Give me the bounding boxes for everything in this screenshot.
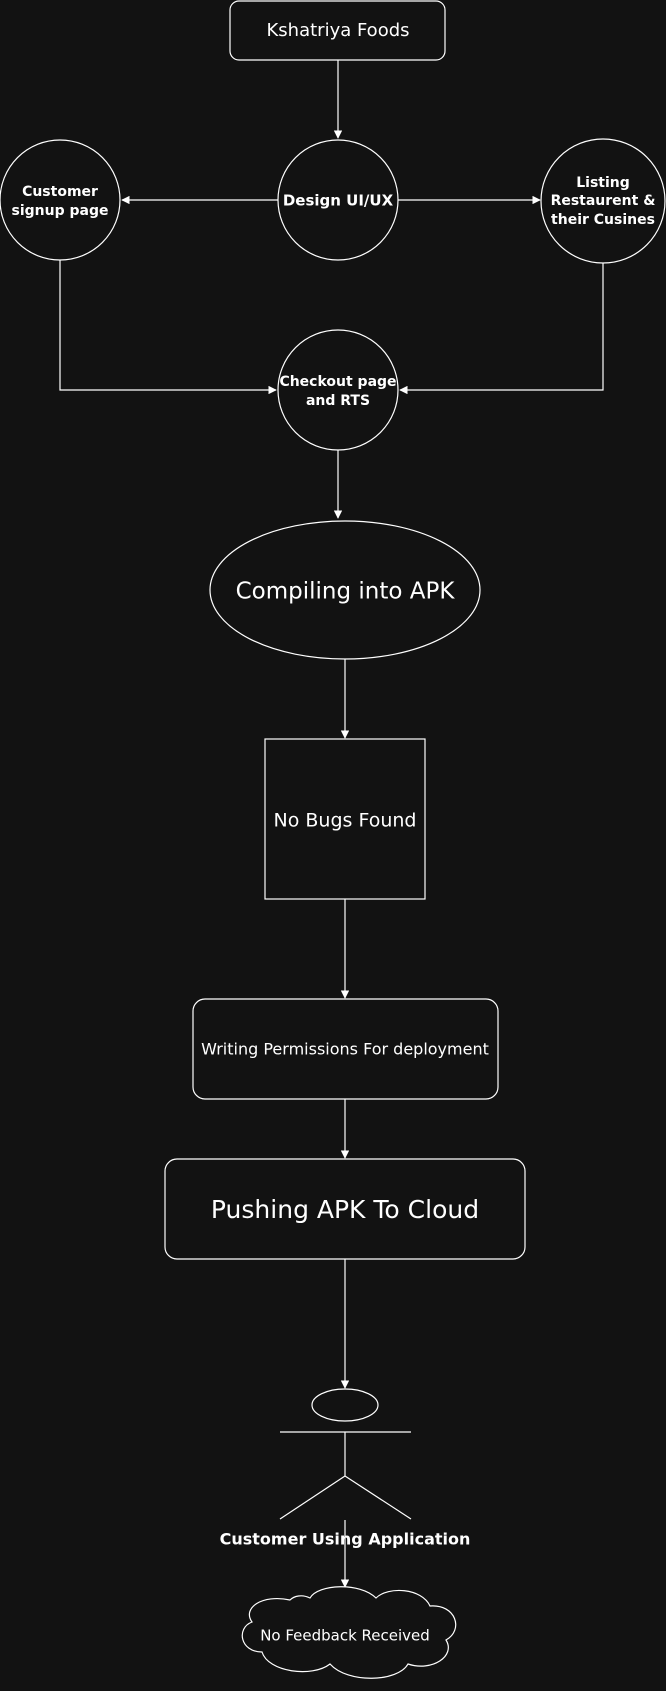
node-kshatriya-foods: Kshatriya Foods [229, 0, 446, 61]
node-listing-restaurant: Listing Restaurent & their Cusines [540, 138, 666, 264]
node-pushing: Pushing APK To Cloud [164, 1158, 526, 1260]
node-pushing-box [164, 1158, 526, 1260]
node-customer-signup-circle [0, 139, 121, 261]
node-design-ui-ux-circle [277, 139, 399, 261]
node-customer-signup-label-line1: Customer [22, 184, 98, 200]
node-kshatriya-foods-box [229, 0, 446, 61]
node-checkout-circle [277, 329, 399, 451]
node-listing-restaurant-label-line3: their Cusines [551, 212, 655, 228]
actor-left-leg [279, 1475, 346, 1520]
node-design-ui-ux: Design UI/UX [277, 139, 399, 261]
edge-listing-to-checkout [399, 263, 604, 395]
node-listing-restaurant-label-line2: Restaurent & [551, 193, 656, 209]
node-customer-signup-label-line2: signup page [12, 203, 109, 219]
node-design-ui-ux-label: Design UI/UX [283, 192, 394, 210]
cloud-shape [241, 1586, 457, 1679]
node-checkout-label-line2: and RTS [306, 393, 370, 409]
node-no-feedback: No Feedback Received [241, 1586, 457, 1679]
node-no-bugs: No Bugs Found [264, 738, 426, 900]
node-compiling: Compiling into APK [209, 520, 481, 660]
cloud-label: No Feedback Received [260, 1627, 430, 1645]
node-compiling-ellipse [209, 520, 481, 660]
node-customer-signup: Customer signup page [0, 139, 121, 261]
node-checkout: Checkout page and RTS [277, 329, 399, 451]
node-no-bugs-label: No Bugs Found [274, 810, 417, 832]
node-no-bugs-box [264, 738, 426, 900]
node-checkout-label-line1: Checkout page [279, 374, 396, 390]
node-customer-actor: Customer Using Application [220, 1388, 471, 1549]
node-permissions: Writing Permissions For deployment [192, 998, 499, 1100]
actor-right-leg [344, 1475, 412, 1520]
connectors [59, 60, 604, 1588]
node-pushing-label: Pushing APK To Cloud [211, 1195, 479, 1224]
node-permissions-label: Writing Permissions For deployment [201, 1040, 489, 1059]
node-listing-restaurant-circle [540, 138, 666, 264]
node-listing-restaurant-label-line1: Listing [576, 175, 630, 191]
edge-signup-to-checkout [59, 260, 277, 395]
node-compiling-label: Compiling into APK [236, 579, 456, 605]
actor-head [311, 1388, 379, 1422]
node-kshatriya-foods-label: Kshatriya Foods [266, 20, 409, 41]
node-permissions-box [192, 998, 499, 1100]
actor-label: Customer Using Application [220, 1530, 471, 1549]
